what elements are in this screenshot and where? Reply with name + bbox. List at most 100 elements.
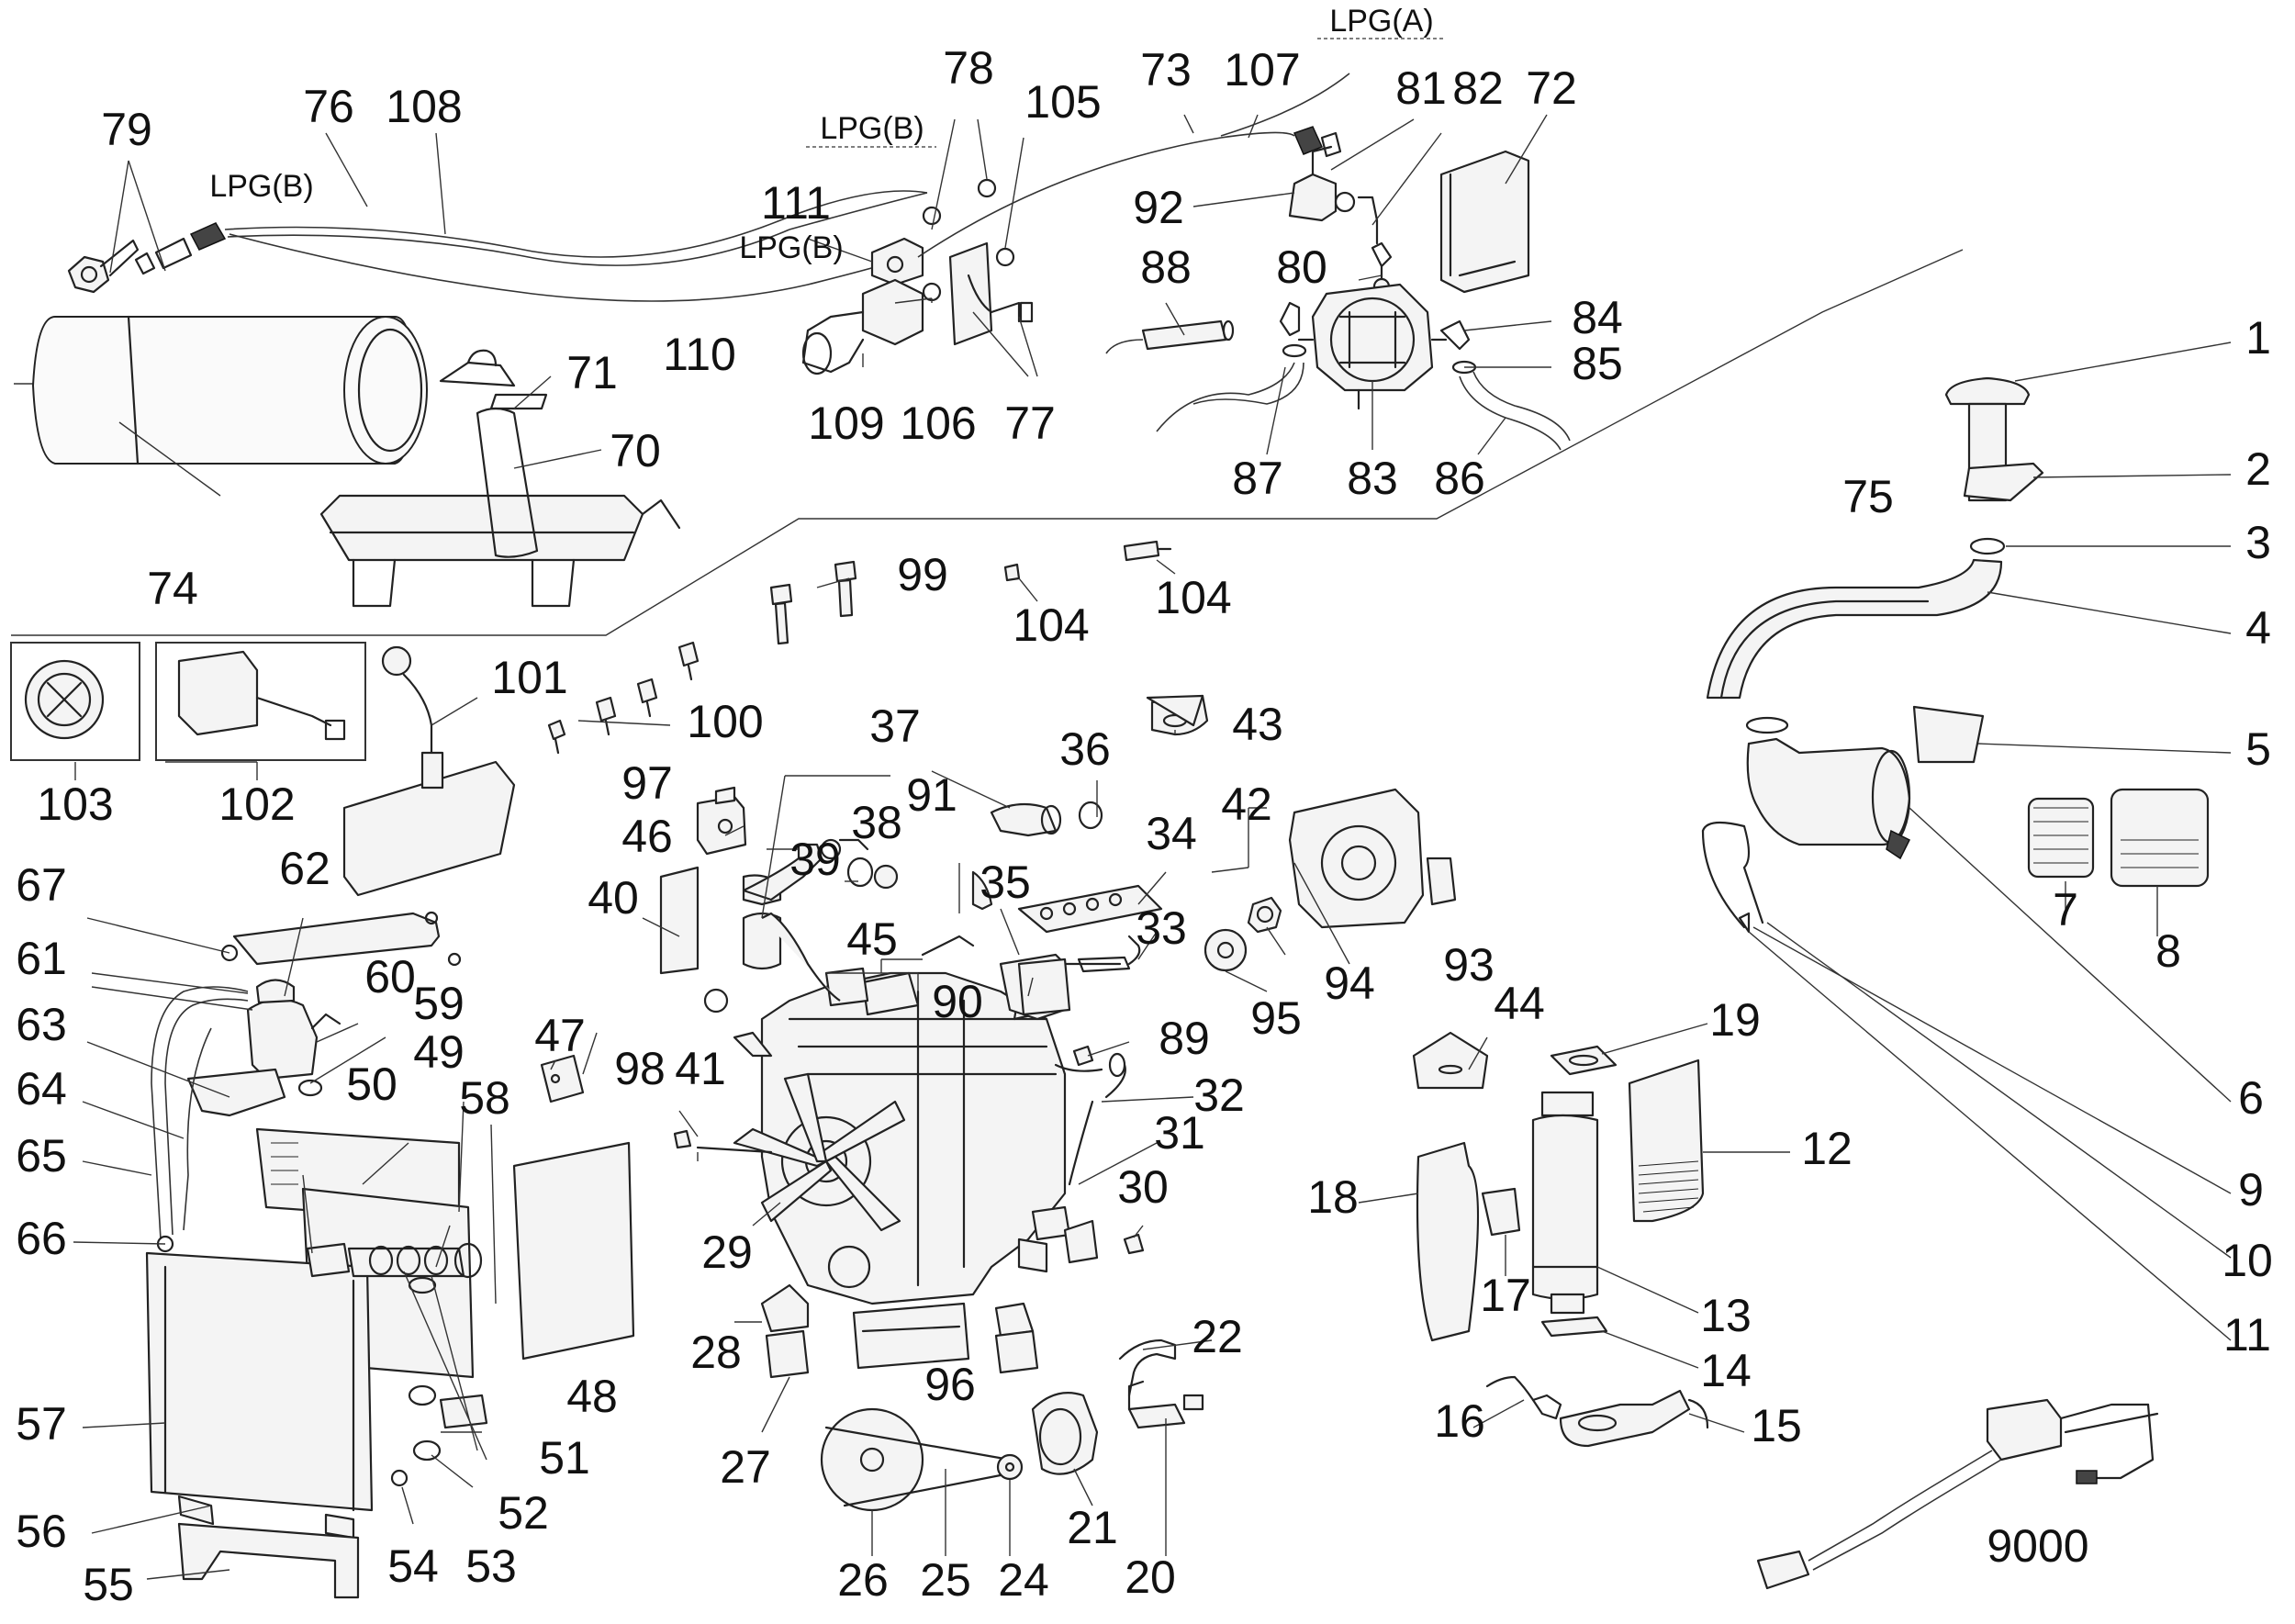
lpg-vaporizer-group [917, 73, 1477, 410]
callout-70: 70 [610, 425, 661, 476]
callout-40: 40 [588, 872, 639, 924]
callout-102: 102 [218, 778, 295, 830]
engine-block [696, 967, 1126, 1370]
small-parts [540, 540, 1204, 1255]
callout-41: 41 [675, 1043, 726, 1094]
callout-35: 35 [980, 857, 1031, 908]
callout-104-left: 104 [1013, 599, 1089, 651]
callout-49: 49 [413, 1026, 465, 1078]
callout-57: 57 [16, 1398, 67, 1450]
callout-104-right: 104 [1155, 572, 1231, 623]
callout-66: 66 [16, 1213, 67, 1264]
callout-30: 30 [1117, 1161, 1169, 1213]
wiring-harness-9000 [1756, 1398, 2159, 1590]
flywheel-housing [1203, 788, 1457, 972]
mounts-and-drive [760, 1205, 1204, 1512]
callout-27: 27 [720, 1441, 771, 1493]
callout-103: 103 [37, 778, 113, 830]
callout-45: 45 [846, 913, 898, 965]
lpg-tank-assembly [14, 315, 681, 608]
callout-58: 58 [459, 1072, 510, 1124]
callout-48: 48 [566, 1371, 618, 1422]
section-divider-line [11, 249, 1964, 636]
callout-25: 25 [920, 1554, 971, 1606]
callout-55: 55 [83, 1559, 134, 1610]
callout-7: 7 [2053, 884, 2078, 935]
callout-81: 81 [1395, 62, 1447, 114]
callout-94: 94 [1324, 958, 1375, 1009]
coolant-reservoir [151, 760, 516, 1253]
callout-14: 14 [1700, 1345, 1752, 1396]
callout-95: 95 [1250, 992, 1302, 1044]
callout-105: 105 [1024, 76, 1101, 128]
callout-1: 1 [2245, 312, 2271, 364]
callout-26: 26 [837, 1554, 889, 1606]
callout-19: 19 [1709, 994, 1761, 1046]
callout-51: 51 [539, 1432, 590, 1484]
callout-43: 43 [1232, 699, 1283, 750]
callout-38: 38 [851, 797, 902, 848]
callout-108: 108 [386, 81, 462, 132]
part-callouts: 1 2 3 4 5 6 7 8 9 10 11 12 13 14 15 16 1… [16, 42, 2273, 1610]
callout-88: 88 [1140, 241, 1192, 293]
lpg-label-b-top: LPG(B) [820, 111, 924, 146]
callout-96: 96 [924, 1359, 976, 1410]
lpg-label-b-hose: LPG(B) [209, 169, 313, 204]
callout-82: 82 [1452, 62, 1504, 114]
callout-46: 46 [621, 811, 673, 862]
callout-21: 21 [1067, 1502, 1118, 1553]
callout-18: 18 [1307, 1171, 1359, 1223]
callout-84: 84 [1572, 292, 1623, 343]
callout-44: 44 [1494, 978, 1545, 1029]
lpg-valve-group [801, 178, 1034, 375]
callout-22: 22 [1192, 1311, 1243, 1362]
callout-11: 11 [2223, 1309, 2271, 1361]
callout-60: 60 [364, 951, 416, 1002]
callout-9000: 9000 [1987, 1520, 2088, 1572]
callout-24: 24 [998, 1554, 1049, 1606]
callout-6: 6 [2238, 1072, 2264, 1124]
callout-78: 78 [943, 42, 994, 94]
lpg-hose-and-fittings [67, 190, 928, 302]
callout-92: 92 [1133, 182, 1184, 233]
bracket-72 [1439, 150, 1530, 294]
callout-59: 59 [413, 978, 465, 1029]
callout-53: 53 [465, 1540, 517, 1592]
callout-36: 36 [1059, 723, 1111, 775]
callout-28: 28 [690, 1327, 742, 1378]
callout-39: 39 [789, 834, 841, 885]
callout-33: 33 [1136, 902, 1187, 954]
intake-hoses-group [659, 694, 1209, 1058]
callout-111: 111 [761, 177, 831, 229]
callout-77: 77 [1004, 398, 1056, 449]
callout-86: 86 [1434, 453, 1485, 504]
callout-64: 64 [16, 1063, 67, 1114]
callout-80: 80 [1276, 241, 1327, 293]
callout-83: 83 [1347, 453, 1398, 504]
callout-61: 61 [16, 933, 67, 984]
callout-74: 74 [147, 563, 198, 614]
air-intake-assembly [1701, 376, 2210, 934]
callout-56: 56 [16, 1506, 67, 1557]
callout-106: 106 [900, 398, 976, 449]
callout-12: 12 [1801, 1123, 1853, 1174]
callout-63: 63 [16, 999, 67, 1050]
callout-93: 93 [1443, 939, 1495, 991]
lpg-label-b-valve: LPG(B) [739, 230, 843, 265]
callout-4: 4 [2245, 602, 2271, 654]
callout-75: 75 [1842, 471, 1894, 522]
callout-29: 29 [701, 1226, 753, 1278]
callout-100: 100 [687, 696, 763, 747]
callout-10: 10 [2222, 1235, 2273, 1286]
callout-76: 76 [303, 81, 354, 132]
callout-34: 34 [1146, 808, 1197, 859]
callout-110: 110 [663, 329, 736, 380]
callout-32: 32 [1193, 1070, 1245, 1121]
lpg-label-a: LPG(A) [1329, 4, 1433, 39]
callout-50: 50 [346, 1058, 397, 1110]
callout-67: 67 [16, 859, 67, 911]
callout-65: 65 [16, 1130, 67, 1182]
callout-9: 9 [2238, 1164, 2264, 1215]
callout-54: 54 [387, 1540, 439, 1592]
